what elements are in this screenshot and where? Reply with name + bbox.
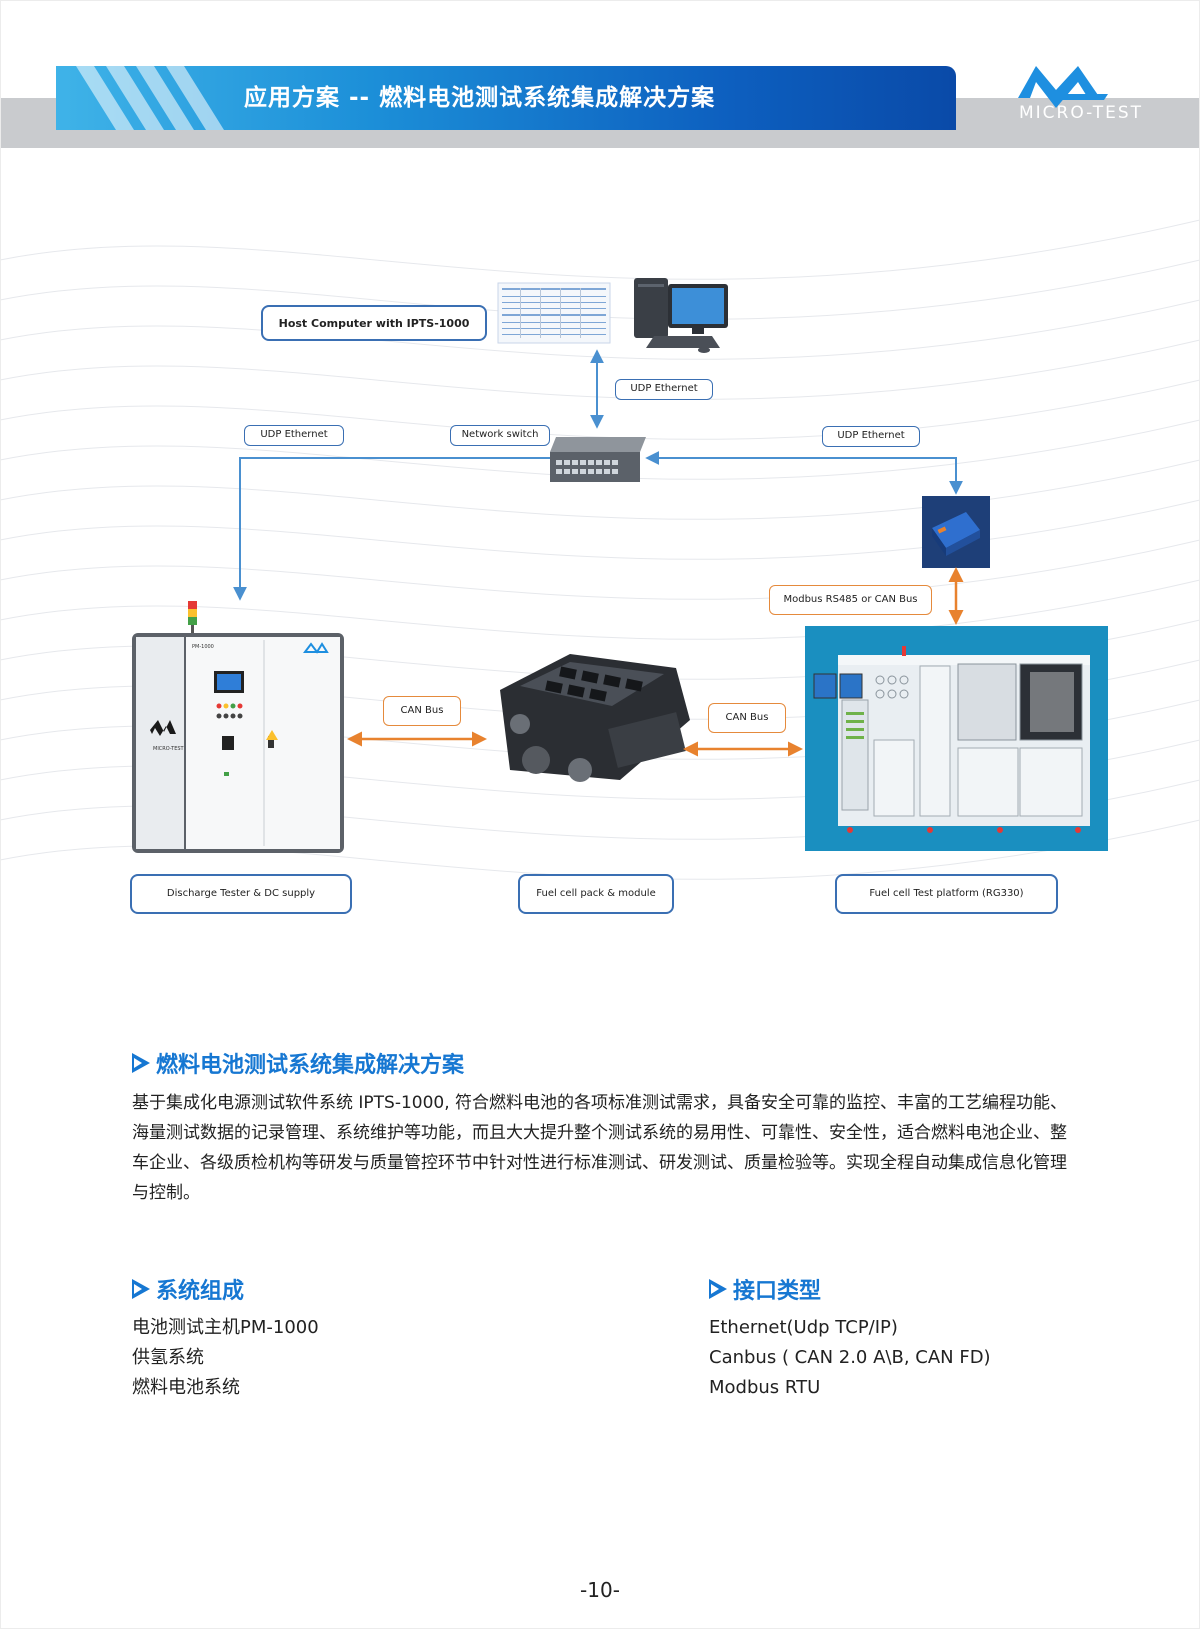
udp-ethernet-label-top: UDP Ethernet [615,379,713,400]
micro-test-logo-icon [1018,66,1108,108]
triangle-arrow-icon [132,1053,150,1073]
can-bus-label-right: CAN Bus [708,703,786,733]
interface-heading-text: 接口类型 [733,1279,822,1304]
page-header-title: 应用方案 -- 燃料电池测试系统集成解决方案 [244,85,716,111]
cabinet-brand-text: MICRO-TEST [153,746,185,752]
protocol-converter-icon [922,496,990,568]
logo-text: MICRO-TEST [1018,103,1144,123]
udp-ethernet-label-left: UDP Ethernet [244,425,344,446]
composition-list: 电池测试主机PM-1000 供氢系统 燃料电池系统 [132,1313,319,1403]
udp-ethernet-label-right: UDP Ethernet [822,426,920,447]
list-item: 燃料电池系统 [132,1377,240,1398]
list-item: 供氢系统 [132,1347,204,1368]
triangle-arrow-icon [709,1279,727,1299]
list-item: 电池测试主机PM-1000 [132,1317,319,1338]
interface-heading: 接口类型 [709,1273,821,1305]
interface-list: Ethernet(Udp TCP/IP) Canbus ( CAN 2.0 A\… [709,1313,991,1403]
test-platform-label: Fuel cell Test platform (RG330) [835,874,1058,914]
solution-paragraph: 基于集成化电源测试软件系统 IPTS-1000, 符合燃料电池的各项标准测试需求… [132,1093,1068,1203]
cabinet-model-text: PM-1000 [192,644,214,650]
list-item: Canbus ( CAN 2.0 A\B, CAN FD) [709,1347,991,1368]
solution-heading: 燃料电池测试系统集成解决方案 [132,1047,464,1079]
converter-switch-link [645,451,963,495]
header-stripes-decoration [76,66,224,130]
system-diagram: MICRO-TEST PM-1000 [132,278,1108,853]
modbus-can-label: Modbus RS485 or CAN Bus [769,585,932,615]
fuel-cell-pack-image [500,654,690,782]
composition-heading-text: 系统组成 [156,1279,245,1304]
fuel-cell-pack-label: Fuel cell pack & module [518,874,674,914]
composition-heading: 系统组成 [132,1273,244,1305]
desktop-computer-icon [634,278,728,353]
list-item: Modbus RTU [709,1377,821,1398]
software-screenshot-image [497,282,611,344]
page-number: -10- [580,1578,620,1602]
fuel-cell-test-platform-image [805,626,1108,851]
triangle-arrow-icon [132,1279,150,1299]
switch-cabinet-link [233,457,550,601]
network-switch-label: Network switch [450,425,550,446]
network-switch-icon [550,437,646,482]
host-computer-label: Host Computer with IPTS-1000 [261,305,487,341]
discharge-tester-cabinet-image: MICRO-TEST PM-1000 [132,601,344,853]
solution-heading-text: 燃料电池测试系统集成解决方案 [156,1053,465,1078]
list-item: Ethernet(Udp TCP/IP) [709,1317,898,1338]
discharge-tester-label: Discharge Tester & DC supply [130,874,352,914]
can-bus-label-left: CAN Bus [383,696,461,726]
